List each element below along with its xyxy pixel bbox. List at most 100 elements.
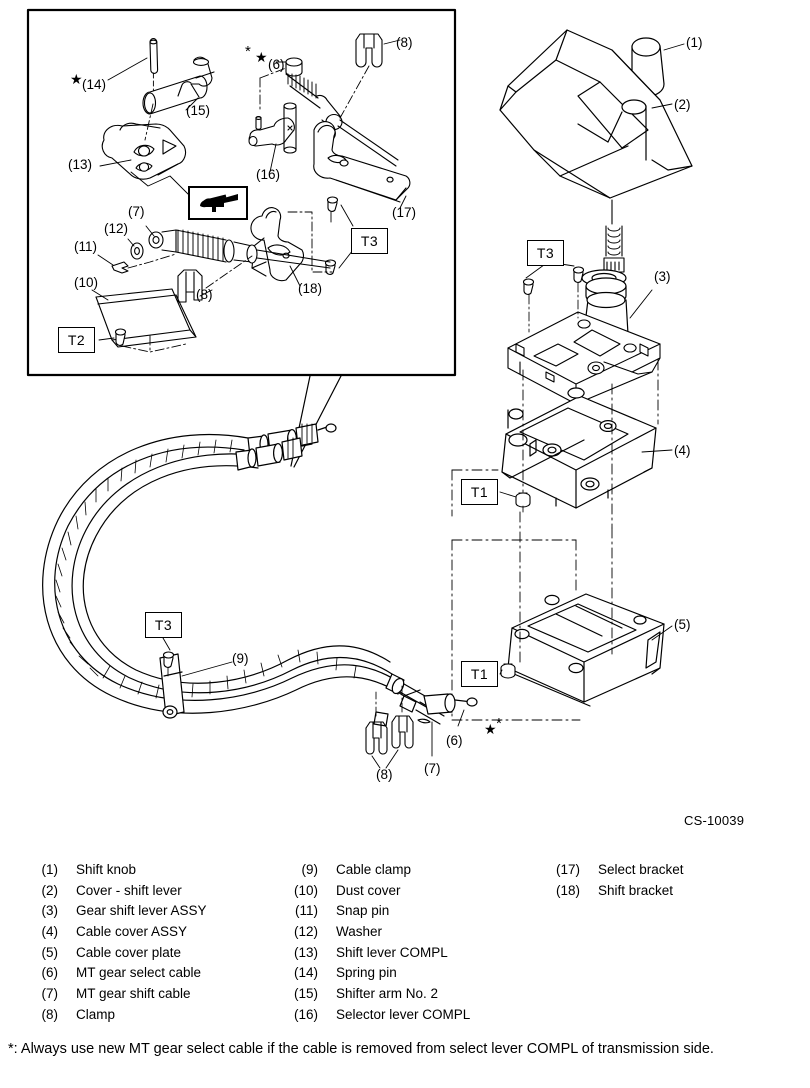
part-shift-lever-compl — [101, 122, 187, 180]
leader-6-lower — [457, 709, 465, 727]
part-selector-lever-compl — [248, 102, 297, 154]
callout-5: (5) — [674, 617, 691, 632]
legend-item: (17) Select bracket — [540, 860, 684, 881]
legend-item: (6) MT gear select cable — [18, 963, 207, 984]
torque-box-t1-plate: T1 — [461, 661, 498, 687]
part-shifter-arm-2 — [142, 56, 215, 115]
axis-line-lever — [144, 103, 154, 141]
legend-number: (2) — [41, 882, 59, 898]
parts-legend: (1) Shift knob (2) Cover - shift lever (… — [0, 860, 810, 1030]
leader-16 — [269, 143, 277, 173]
fastener-t1-plate — [500, 663, 516, 679]
leader-1 — [663, 43, 685, 51]
part-cable-ends-lower — [373, 673, 478, 727]
grease-point-icon — [188, 186, 248, 220]
callout-15: (15) — [186, 103, 211, 118]
star-marker-6: ★ — [255, 49, 268, 65]
leader-17 — [399, 195, 407, 209]
part-clamp-upper — [355, 33, 383, 68]
leader-13 — [99, 159, 132, 167]
callout-3: (3) — [654, 269, 671, 284]
callout-17: (17) — [392, 205, 417, 220]
axis-clamp-upper — [339, 65, 370, 119]
legend-number: (9) — [301, 862, 319, 877]
legend-label: Cover - shift lever — [76, 882, 182, 898]
legend-label: Shift bracket — [598, 882, 674, 898]
callout-18: (18) — [298, 281, 323, 296]
shift-lever-shaft — [603, 199, 625, 273]
fastener-t1-cover — [515, 492, 531, 513]
legend-number: (3) — [41, 903, 59, 919]
legend-item: (8) Clamp — [18, 1005, 207, 1026]
legend-label: Clamp — [76, 1006, 116, 1022]
part-cable-clamp — [159, 653, 185, 719]
callout-13: (13) — [68, 157, 93, 172]
torque-box-t2: T2 — [58, 327, 95, 353]
leader-t3-inset — [338, 204, 354, 269]
legend-item: (13) Shift lever COMPL — [278, 943, 470, 964]
legend-label: Selector lever COMPL — [336, 1006, 471, 1022]
leader-t1 — [499, 491, 517, 675]
legend-item: (11) Snap pin — [278, 901, 470, 922]
callout-6-lower: (6) — [446, 733, 463, 748]
legend-label: Cable cover ASSY — [76, 924, 188, 940]
legend-item: (12) Washer — [278, 922, 470, 943]
legend-label: Snap pin — [336, 903, 390, 919]
legend-label: Cable clamp — [336, 862, 412, 877]
thin-connector-a — [130, 171, 189, 195]
callout-16: (16) — [256, 167, 281, 182]
exploded-view-figure — [26, 8, 693, 769]
legend-number: (10) — [293, 882, 318, 898]
legend-label: MT gear shift cable — [76, 986, 191, 1002]
legend-number: (4) — [41, 924, 59, 940]
axis-select-cable — [259, 67, 287, 113]
legend-number: (5) — [41, 944, 59, 960]
legend-label: Select bracket — [598, 862, 684, 877]
leader-11 — [97, 254, 114, 266]
part-cable-cover-plate — [507, 593, 665, 707]
star-marker-14: ★ — [70, 71, 83, 87]
legend-number: (12) — [293, 924, 318, 940]
leader-7-inset — [145, 225, 155, 237]
drawing-number: CS-10039 — [684, 813, 745, 828]
callout-6-inset: (6) — [268, 57, 285, 72]
callout-7-inset: (7) — [128, 204, 145, 219]
axis-shift-bracket — [287, 211, 333, 273]
legend-number: (17) — [555, 862, 580, 877]
legend-item: (15) Shifter arm No. 2 — [278, 984, 470, 1005]
legend-number: (8) — [41, 1006, 59, 1022]
part-cover-shift-lever — [499, 29, 693, 199]
fastener-t2 — [114, 328, 127, 346]
legend-label: Shift knob — [76, 862, 137, 877]
legend-label: Gear shift lever ASSY — [76, 903, 207, 919]
legend-number: (13) — [293, 944, 318, 960]
legend-item: (1) Shift knob — [18, 860, 207, 881]
legend-item: (4) Cable cover ASSY — [18, 922, 207, 943]
part-dust-cover — [95, 288, 197, 348]
leader-t2 — [98, 337, 115, 341]
callout-9: (9) — [232, 651, 249, 666]
legend-number: (1) — [41, 862, 59, 877]
leader-8-upper — [383, 39, 401, 45]
callout-7-lower: (7) — [424, 761, 441, 776]
fastener-t3-lever-b — [572, 266, 585, 319]
torque-box-t3-lever: T3 — [527, 240, 564, 266]
part-select-bracket — [313, 121, 411, 203]
legend-item: (3) Gear shift lever ASSY — [18, 901, 207, 922]
legend-column-3: (17) Select bracket (18) Shift bracket — [540, 860, 684, 901]
legend-item: (16) Selector lever COMPL — [278, 1005, 470, 1026]
axis-shift-cable — [127, 253, 177, 269]
fastener-t3-lever-a — [522, 278, 535, 333]
legend-label: Dust cover — [336, 882, 401, 898]
leader-4 — [641, 449, 673, 453]
legend-label: Spring pin — [336, 965, 397, 981]
part-shift-cable-inset — [148, 229, 331, 269]
leader-3 — [629, 289, 653, 319]
legend-number: (15) — [293, 986, 318, 1002]
legend-number: (11) — [294, 903, 318, 919]
leader-12 — [127, 238, 135, 247]
legend-column-2: (9) Cable clamp (10) Dust cover (11) Sna… — [278, 860, 470, 1026]
asterisk-marker-6: * — [245, 43, 251, 60]
torque-box-t3-inset: T3 — [351, 228, 388, 254]
